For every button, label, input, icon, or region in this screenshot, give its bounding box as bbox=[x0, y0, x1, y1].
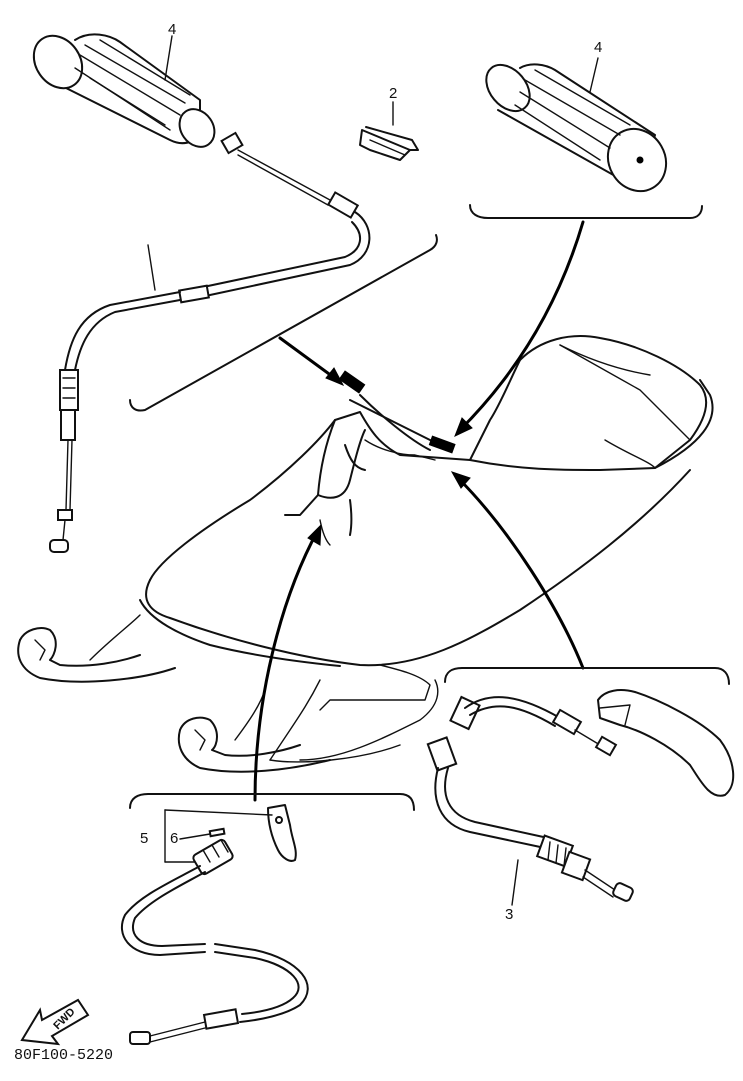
pointer-arrows bbox=[253, 220, 585, 802]
callout-brake-cable: 3 bbox=[505, 906, 514, 923]
leader-line-throttle bbox=[147, 244, 156, 291]
callout-lever-pin: 6 bbox=[170, 830, 179, 847]
throttle-cable bbox=[49, 131, 371, 553]
right-handlebar-grip bbox=[485, 63, 668, 193]
callout-grip-right: 4 bbox=[594, 39, 603, 56]
callout-clip: 2 bbox=[389, 85, 398, 102]
group-brackets bbox=[129, 204, 730, 811]
leader-line-grip-right bbox=[589, 57, 599, 93]
diagram-code: 80F100-5220 bbox=[14, 1047, 114, 1064]
brake-cable-assembly bbox=[426, 689, 735, 902]
forward-direction-icon bbox=[20, 998, 90, 1046]
left-handlebar-grip bbox=[32, 33, 216, 148]
leader-line-brake-cable bbox=[511, 859, 519, 906]
snowmobile-illustration bbox=[17, 335, 714, 773]
leader-line-grip-left bbox=[164, 35, 173, 81]
lower-lever-and-cable bbox=[120, 804, 309, 1045]
callout-grip-left: 4 bbox=[168, 21, 177, 38]
cable-clip bbox=[359, 126, 419, 161]
callout-lever-group: 5 bbox=[140, 830, 149, 847]
